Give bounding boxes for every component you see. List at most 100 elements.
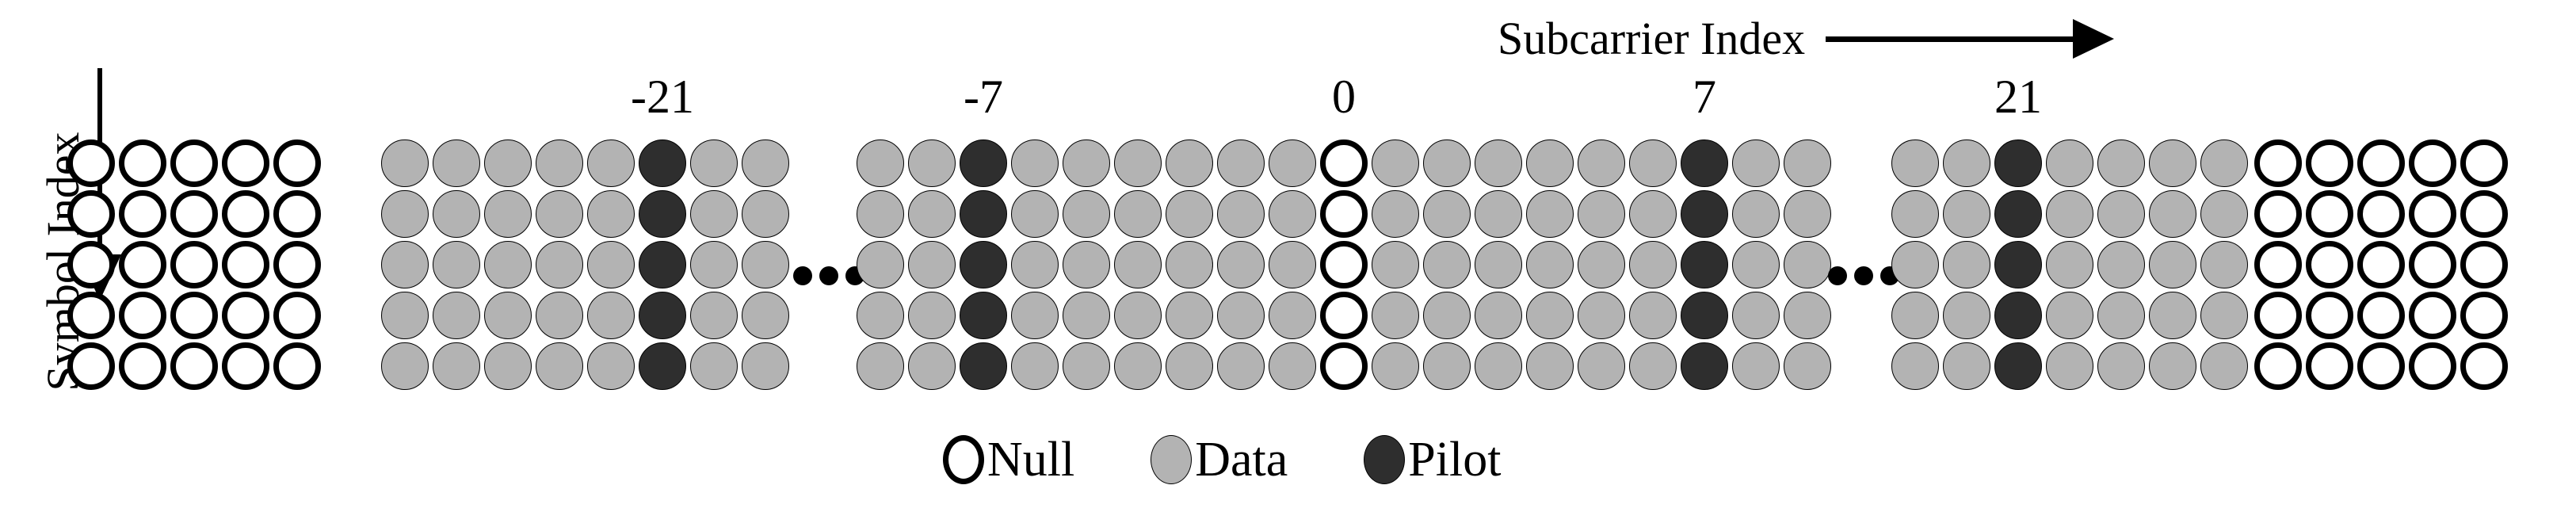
resource-element-data[interactable] (1423, 139, 1471, 187)
resource-element-null[interactable] (1320, 139, 1368, 187)
resource-element-null[interactable] (273, 292, 321, 339)
resource-element-null[interactable] (273, 139, 321, 187)
resource-element-data[interactable] (1526, 139, 1574, 187)
subcarrier-column[interactable] (273, 139, 321, 393)
resource-element-null[interactable] (67, 241, 115, 288)
resource-element-data[interactable] (690, 139, 738, 187)
resource-element-data[interactable] (1475, 241, 1522, 288)
resource-element-pilot[interactable] (960, 292, 1007, 339)
resource-element-data[interactable] (1475, 292, 1522, 339)
resource-element-null[interactable] (2409, 342, 2456, 390)
resource-element-data[interactable] (433, 190, 480, 238)
resource-element-null[interactable] (273, 342, 321, 390)
resource-element-data[interactable] (1011, 241, 1059, 288)
resource-element-data[interactable] (1891, 241, 1939, 288)
subcarrier-column[interactable] (1320, 139, 1368, 393)
resource-element-data[interactable] (1891, 190, 1939, 238)
subcarrier-column[interactable] (857, 139, 904, 393)
resource-element-data[interactable] (2200, 139, 2248, 187)
resource-element-null[interactable] (119, 139, 166, 187)
resource-element-data[interactable] (857, 292, 904, 339)
resource-element-null[interactable] (2460, 292, 2508, 339)
resource-element-data[interactable] (1732, 241, 1780, 288)
resource-element-data[interactable] (1011, 139, 1059, 187)
resource-element-data[interactable] (1891, 292, 1939, 339)
subcarrier-column[interactable] (1217, 139, 1265, 393)
subcarrier-column[interactable] (587, 139, 635, 393)
resource-element-null[interactable] (2306, 292, 2353, 339)
resource-element-data[interactable] (1063, 342, 1110, 390)
resource-element-null[interactable] (2460, 139, 2508, 187)
resource-element-pilot[interactable] (639, 190, 686, 238)
resource-element-data[interactable] (908, 241, 956, 288)
resource-element-pilot[interactable] (1994, 241, 2042, 288)
resource-element-data[interactable] (536, 342, 583, 390)
resource-element-null[interactable] (222, 190, 269, 238)
resource-element-null[interactable] (2357, 292, 2405, 339)
resource-element-pilot[interactable] (1994, 190, 2042, 238)
resource-element-data[interactable] (2046, 139, 2093, 187)
subcarrier-column[interactable] (1732, 139, 1780, 393)
resource-element-null[interactable] (222, 241, 269, 288)
resource-element-null[interactable] (67, 342, 115, 390)
resource-element-data[interactable] (1372, 342, 1419, 390)
resource-element-data[interactable] (1269, 139, 1316, 187)
resource-element-data[interactable] (433, 342, 480, 390)
resource-element-data[interactable] (381, 139, 429, 187)
resource-element-data[interactable] (1114, 241, 1162, 288)
resource-element-data[interactable] (742, 292, 789, 339)
subcarrier-column[interactable] (484, 139, 532, 393)
resource-element-data[interactable] (1891, 139, 1939, 187)
resource-element-data[interactable] (2046, 292, 2093, 339)
resource-element-data[interactable] (1629, 139, 1677, 187)
subcarrier-column[interactable] (1372, 139, 1419, 393)
resource-element-data[interactable] (381, 241, 429, 288)
resource-element-data[interactable] (1269, 342, 1316, 390)
subcarrier-column[interactable] (222, 139, 269, 393)
resource-element-data[interactable] (484, 292, 532, 339)
resource-element-data[interactable] (1217, 190, 1265, 238)
resource-element-data[interactable] (1732, 190, 1780, 238)
resource-element-pilot[interactable] (1681, 139, 1728, 187)
resource-element-data[interactable] (1372, 292, 1419, 339)
resource-element-data[interactable] (1578, 292, 1625, 339)
resource-element-pilot[interactable] (1994, 139, 2042, 187)
resource-element-data[interactable] (1526, 342, 1574, 390)
resource-element-data[interactable] (484, 241, 532, 288)
resource-element-data[interactable] (587, 292, 635, 339)
resource-element-data[interactable] (1784, 190, 1831, 238)
resource-element-null[interactable] (2254, 342, 2302, 390)
resource-element-pilot[interactable] (1681, 342, 1728, 390)
subcarrier-column[interactable] (908, 139, 956, 393)
resource-element-null[interactable] (1320, 241, 1368, 288)
resource-element-null[interactable] (67, 292, 115, 339)
resource-element-pilot[interactable] (960, 139, 1007, 187)
resource-element-data[interactable] (2046, 342, 2093, 390)
subcarrier-column[interactable] (1578, 139, 1625, 393)
subcarrier-column[interactable] (1943, 139, 1990, 393)
subcarrier-column[interactable] (433, 139, 480, 393)
resource-element-data[interactable] (690, 241, 738, 288)
resource-element-data[interactable] (2097, 241, 2145, 288)
resource-element-data[interactable] (1578, 139, 1625, 187)
resource-element-pilot[interactable] (639, 292, 686, 339)
resource-element-data[interactable] (1784, 342, 1831, 390)
resource-element-pilot[interactable] (1681, 190, 1728, 238)
resource-element-data[interactable] (1372, 139, 1419, 187)
resource-element-data[interactable] (1269, 241, 1316, 288)
subcarrier-column[interactable] (2460, 139, 2508, 393)
resource-element-data[interactable] (857, 139, 904, 187)
resource-element-pilot[interactable] (1681, 241, 1728, 288)
resource-element-data[interactable] (2149, 190, 2196, 238)
resource-element-data[interactable] (2097, 342, 2145, 390)
resource-element-data[interactable] (381, 342, 429, 390)
resource-element-null[interactable] (2306, 139, 2353, 187)
resource-element-data[interactable] (690, 342, 738, 390)
resource-element-data[interactable] (1166, 342, 1213, 390)
resource-element-data[interactable] (1784, 241, 1831, 288)
subcarrier-column[interactable] (1114, 139, 1162, 393)
resource-element-data[interactable] (381, 190, 429, 238)
subcarrier-column[interactable] (1063, 139, 1110, 393)
subcarrier-column[interactable] (1423, 139, 1471, 393)
subcarrier-column[interactable] (2149, 139, 2196, 393)
